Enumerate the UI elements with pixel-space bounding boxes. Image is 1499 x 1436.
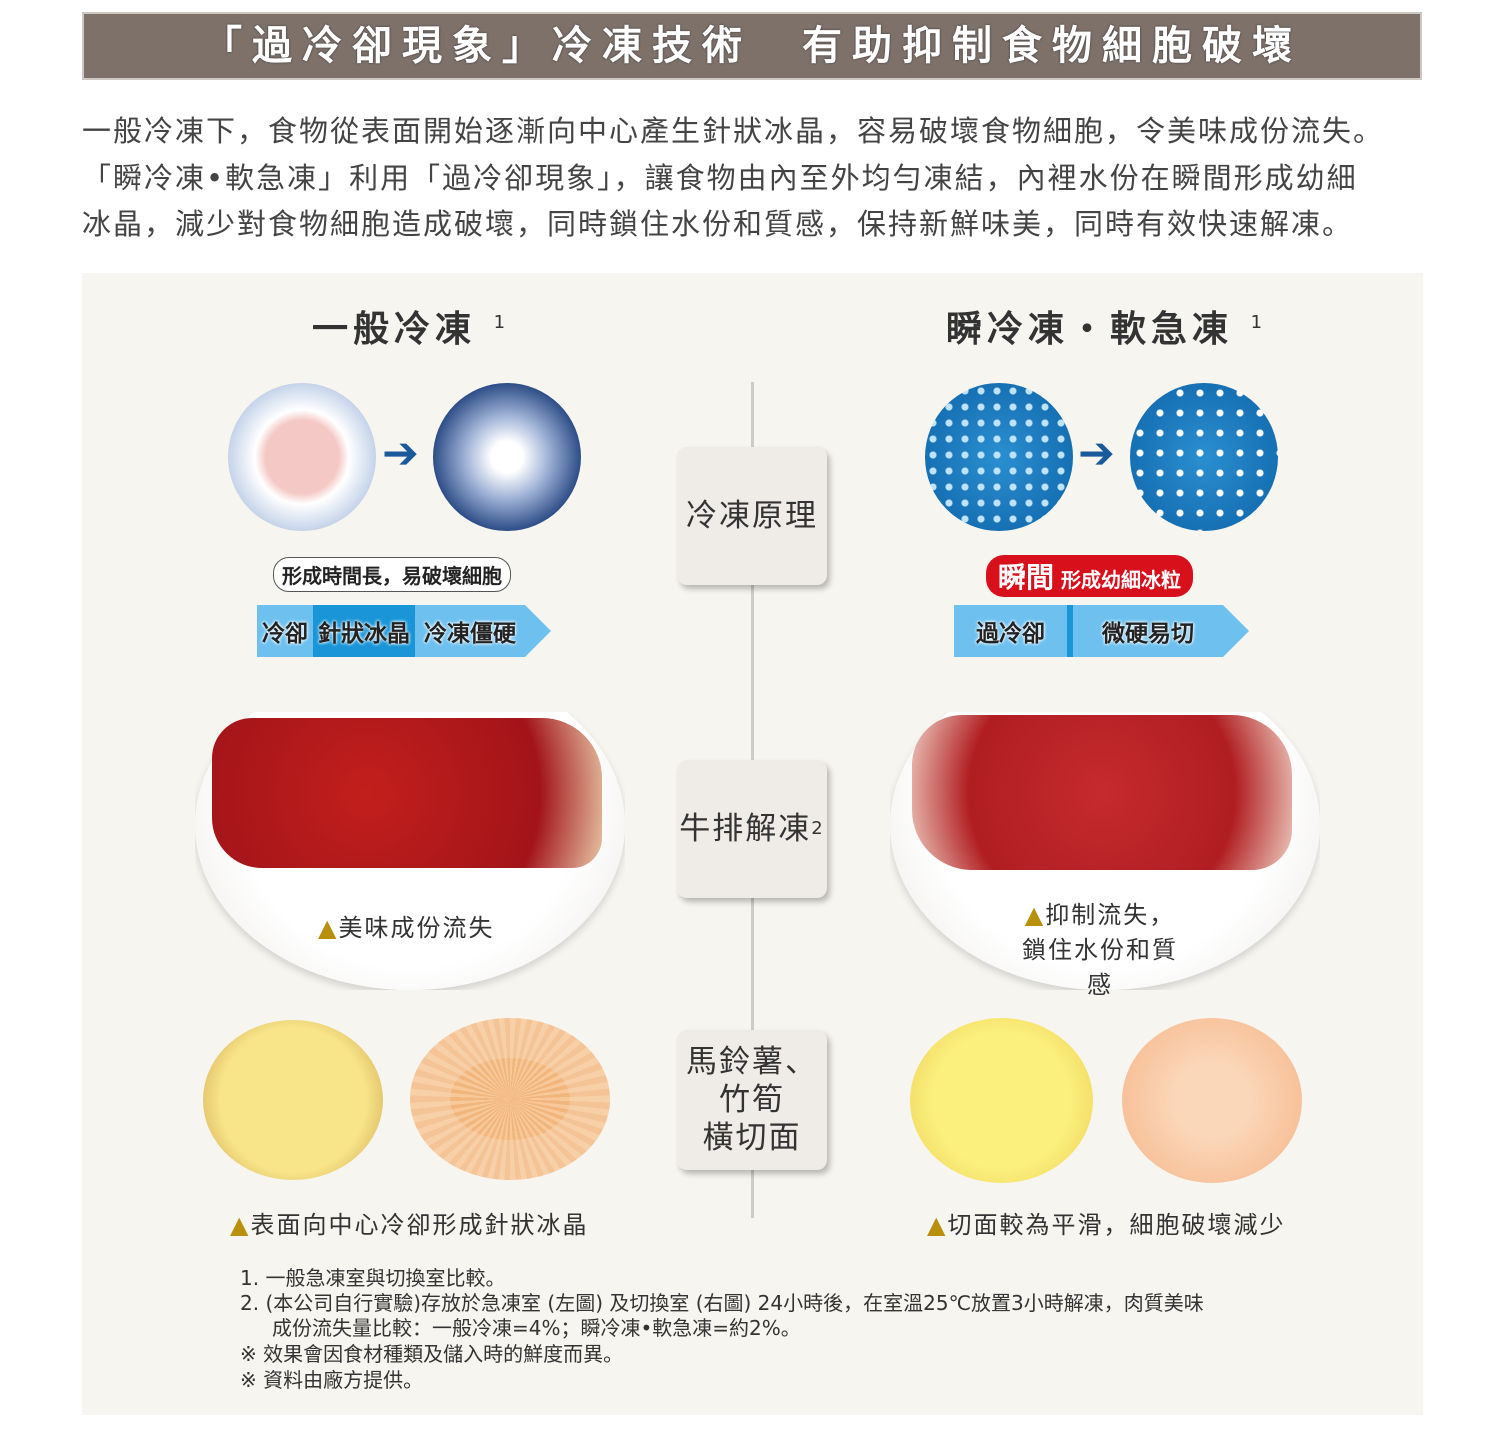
label-cross-section: 馬鈴薯、竹筍橫切面 [677,1030,827,1170]
stage-divider [1067,605,1073,657]
left-veg-caption: ▲表面向中心冷卻形成針狀冰晶 [230,1211,589,1239]
arrow-right-icon: ➔ [1078,428,1115,479]
footnote-4: ※ 資料由廠方提供。 [240,1368,424,1392]
left-speech-bubble: 形成時間長，易破壞細胞 [273,557,511,592]
bubble-text: 形成幼細冰粒 [1060,568,1181,592]
stage-cooling: 冷卻 [257,605,313,657]
footnote-3: ※ 效果會因食材種類及儲入時的鮮度而異。 [240,1342,624,1366]
stage-needle-crystals: 針狀冰晶 [313,605,415,657]
left-process-bar: 冷卻 針狀冰晶 冷凍僵硬 [257,605,551,657]
right-veg-caption: ▲切面較為平滑，細胞破壞減少 [927,1211,1286,1239]
page-title: 「過冷卻現象」冷凍技術 有助抑制食物細胞破壞 [82,12,1422,80]
cell-before-illustration [925,383,1073,531]
right-process-bar: 過冷卻 微硬易切 [954,605,1249,657]
label-freezing-principle: 冷凍原理 [677,447,827,585]
cell-damaged-illustration [433,383,581,531]
stage-slightly-hard: 微硬易切 [1073,605,1223,657]
intro-line-3: 冰晶，減少對食物細胞造成破壞，同時鎖住水份和質感，保持新鮮味美，同時有效快速解凍… [82,207,1354,241]
cell-fine-crystals-illustration [1130,383,1278,531]
right-steak-caption: ▲抑制流失，鎖住水份和質感 [1022,901,1178,999]
left-column-title: 一般冷凍 1 [312,309,511,350]
potato-right-image [910,1018,1093,1183]
footnote-2-cont: 成份流失量比較：一般冷凍=4%；瞬冷凍•軟急凍=約2%。 [272,1316,801,1340]
cell-before-illustration [228,383,376,531]
arrow-right-icon: ➔ [382,428,419,479]
footnote-1: 1. 一般急凍室與切換室比較。 [240,1266,506,1290]
left-steak-caption: ▲美味成份流失 [318,914,495,942]
intro-line-1: 一般冷凍下，食物從表面開始逐漸向中心產生針狀冰晶，容易破壞食物細胞，令美味成份流… [82,114,1385,148]
right-speech-bubble: 瞬間 形成幼細冰粒 [986,555,1193,597]
thawed-steak-left-image [212,718,602,868]
intro-line-2: 「瞬冷凍•軟急凍」利用「過冷卻現象」，讓食物由內至外均勻凍結，內裡水份在瞬間形成… [82,161,1358,195]
arrow-head-icon [525,605,551,657]
potato-left-image [203,1020,383,1180]
footnote-2: 2. (本公司自行實驗)存放於急凍室 (左圖) 及切換室 (右圖) 24小時後，… [240,1291,1204,1315]
bamboo-right-image [1122,1018,1302,1183]
bubble-emphasis: 瞬間 [998,561,1055,594]
thawed-steak-right-image [912,715,1292,870]
bamboo-left-image [410,1018,610,1180]
stage-frozen-hard: 冷凍僵硬 [415,605,525,657]
stage-supercooling: 過冷卻 [954,605,1067,657]
right-column-title: 瞬冷凍・軟急凍 1 [946,309,1268,350]
arrow-head-icon [1223,605,1249,657]
